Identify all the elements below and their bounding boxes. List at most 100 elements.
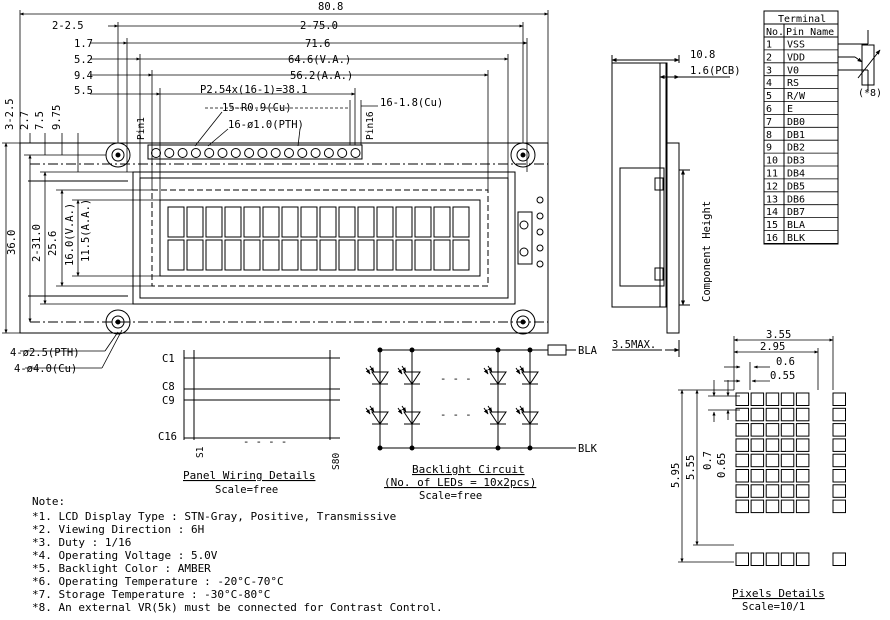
dim-r09: 15-R0.9(Cu) (222, 102, 292, 114)
dim-56-2: 56.2(A.A.) (290, 70, 353, 82)
terminal-pin-number: 8 (766, 130, 772, 141)
vr-note: (*8) (858, 88, 882, 99)
terminal-pin-name: VDD (787, 52, 805, 63)
led-diode (521, 411, 539, 425)
terminal-pin-number: 6 (766, 104, 772, 115)
character-cell (167, 206, 185, 238)
dim-2-2-5: 2-2.5 (52, 20, 84, 32)
viewing-area (151, 189, 489, 287)
led-emission-arrow (483, 407, 489, 415)
terminal-pin-name: DB3 (787, 156, 805, 167)
pin-pad (204, 148, 215, 158)
pin-pad (164, 148, 175, 158)
dim-11-5-aa: 11.5(A.A.) (80, 199, 92, 262)
pixel-dim-0-65: 0.65 (716, 453, 728, 478)
dim-10-8: 10.8 (690, 49, 715, 61)
pixel-dot (780, 407, 795, 422)
dim-80-8: 80.8 (318, 1, 343, 13)
pixel-dot (795, 438, 810, 452)
dim-36: 36.0 (6, 230, 18, 255)
dim-2-31: 2-31.0 (31, 224, 43, 262)
pin-pad (230, 148, 241, 158)
character-cell (224, 206, 242, 238)
character-cell (433, 206, 451, 238)
led-emission-arrow (483, 367, 489, 375)
pixel-cursor-dot (750, 552, 765, 566)
terminal-pin-number: 11 (766, 169, 778, 180)
terminal-pin-number: 2 (766, 52, 772, 63)
notes-block: Note: *1. LCD Display Type : STN-Gray, P… (32, 495, 443, 614)
pixel-dot (735, 407, 749, 422)
top-dimension-lines (19, 10, 549, 200)
pixel-dot (780, 453, 795, 468)
pixel-dot (735, 392, 749, 406)
pixel-dot (780, 499, 795, 514)
pixel-dot (735, 484, 749, 498)
pin-pad (217, 148, 228, 158)
character-cell (205, 206, 223, 238)
side-lcd-glass (619, 167, 665, 287)
junction-dot (409, 445, 415, 451)
pixel-dot (735, 453, 749, 468)
terminal-pin-number: 15 (766, 220, 778, 231)
wiring-c1: C1 (162, 353, 175, 365)
terminal-pin-number: 9 (766, 143, 772, 154)
dim-25-6: 25.6 (47, 231, 59, 256)
terminal-pin-number: 10 (766, 156, 778, 167)
pin-pad (337, 148, 348, 158)
mounting-hole-bottom-left (105, 309, 131, 335)
character-cell (224, 239, 242, 271)
led-emission-arrow (515, 407, 521, 415)
pixel-dot (795, 423, 810, 437)
junction-dot (527, 347, 533, 353)
character-cell (300, 206, 318, 238)
backlight-bla: BLA (578, 345, 598, 357)
terminal-pin-number: 4 (766, 78, 772, 89)
character-cell (338, 206, 356, 238)
pixel-dot (780, 469, 795, 483)
backlight-scale: Scale=free (419, 490, 482, 502)
character-cell (186, 206, 204, 238)
character-cell (186, 239, 204, 271)
terminal-pin-number: 3 (766, 65, 772, 76)
left-dimension-labels: 3-2.5 2.7 7.5 9.75 36.0 2-31.0 25.6 16.0… (4, 98, 92, 375)
character-cell (452, 206, 470, 238)
junction-dot (495, 347, 501, 353)
character-cell (414, 206, 432, 238)
backlight-dashes-1: - - - (440, 373, 472, 385)
pixel-dot (735, 423, 749, 437)
component-height-label: Component Height (701, 201, 713, 302)
dim-2-75: 2-75.0 (300, 20, 338, 32)
led-emission-arrow (515, 367, 521, 375)
wiring-s80: S80 (331, 453, 342, 470)
side-bezel (666, 142, 680, 334)
pixel-dot-next-char (832, 438, 846, 452)
pixel-dim-2-95: 2.95 (760, 341, 785, 353)
character-cell (414, 239, 432, 271)
hole-cu-label: 4-ø4.0(Cu) (14, 363, 77, 375)
side-labels: 10.8 1.6(PCB) Component Height 3.5MAX. (612, 49, 741, 351)
junction-dot (495, 445, 501, 451)
character-cell (262, 206, 280, 238)
backlight-leds (365, 347, 539, 451)
dim-1-6-pcb: 1.6(PCB) (690, 65, 741, 77)
pixel-dot (780, 392, 795, 406)
pin-pad (270, 148, 281, 158)
character-cell (300, 239, 318, 271)
terminal-pin-name: VSS (787, 40, 805, 51)
pixel-dot (795, 499, 810, 514)
pin-pad (244, 148, 255, 158)
pixel-dot (750, 407, 765, 422)
note-item: *4. Operating Voltage : 5.0V (32, 549, 218, 562)
terminal-header-name: Pin Name (786, 27, 834, 38)
pixel-cursor-dot (765, 552, 780, 566)
led-diode (489, 411, 507, 425)
led-diode (403, 411, 421, 425)
pixel-dot (750, 499, 765, 514)
character-cell (281, 206, 299, 238)
pixel-dim-0-55: 0.55 (770, 370, 795, 382)
pixel-dot (765, 438, 780, 452)
